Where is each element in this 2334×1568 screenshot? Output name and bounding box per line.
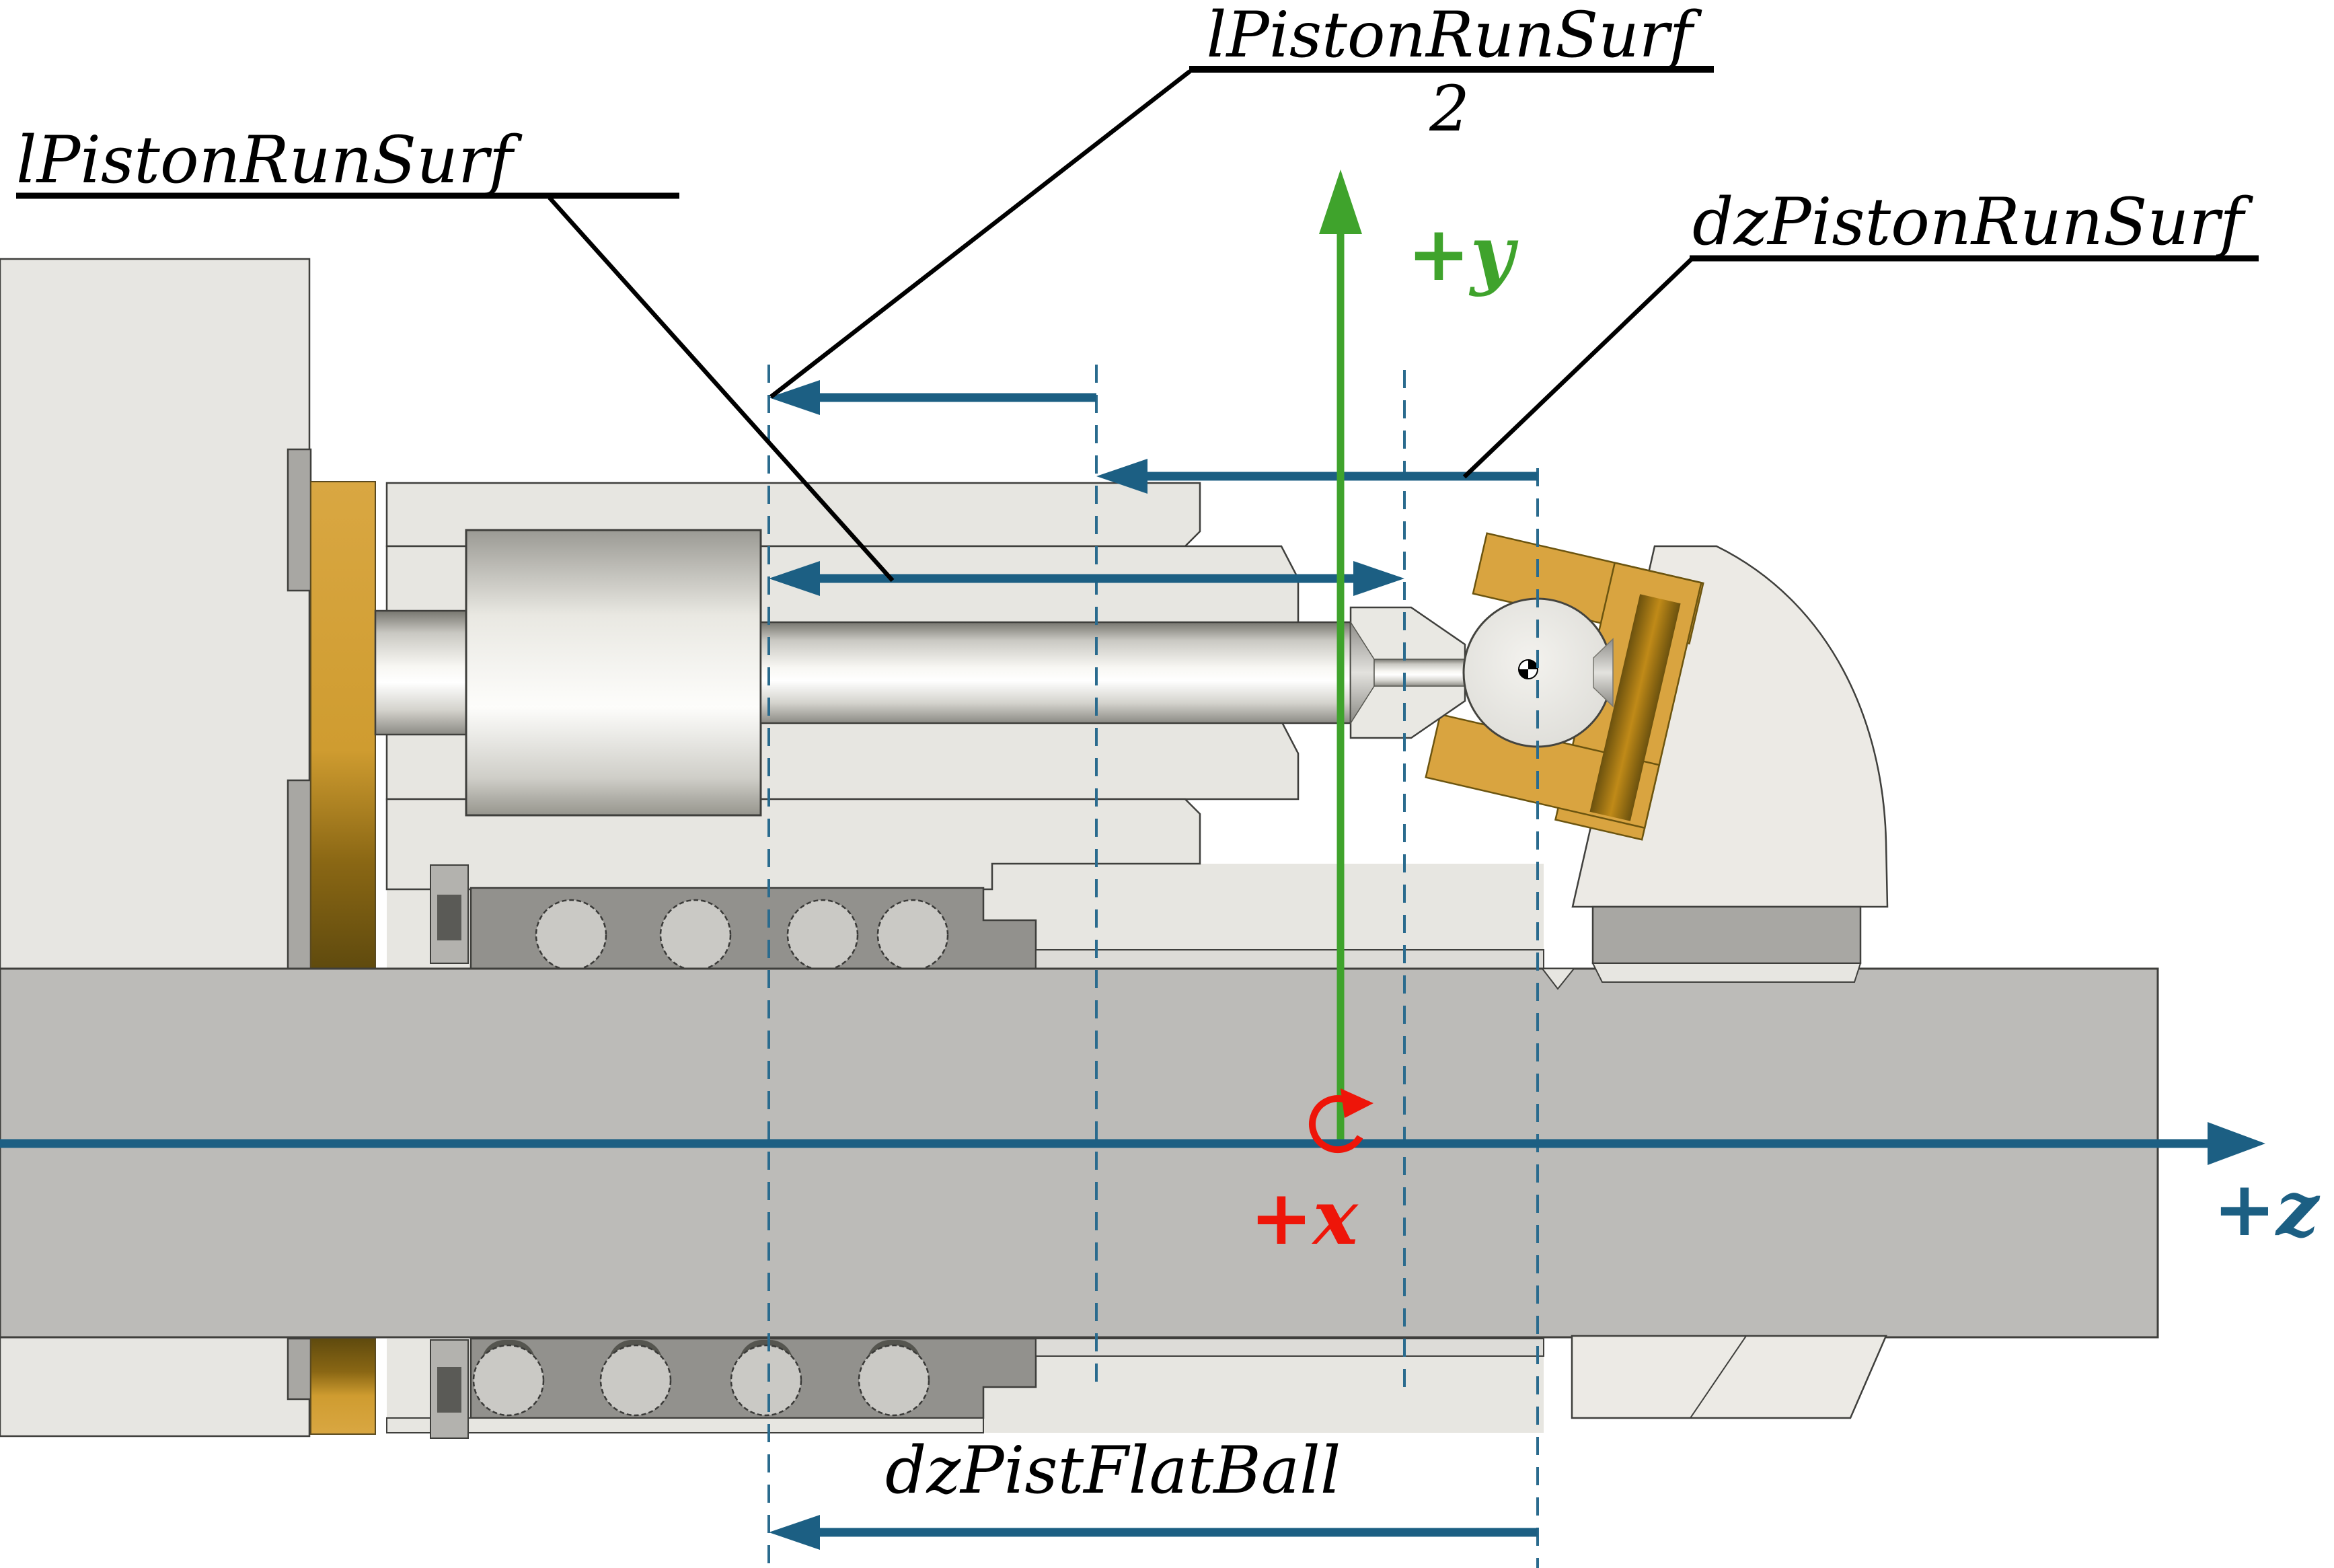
z-axis-label: +z [2213,1165,2319,1253]
dim-l-piston-run-surf-half [769,380,1096,415]
shaft [0,967,2159,1339]
y-axis-label: +y [1407,210,1514,298]
y-axis [1319,170,1362,1144]
label-dz-piston-run-surf: dzPistonRunSurf [1692,184,2244,260]
piston [374,529,1614,817]
springs [472,899,949,1417]
label-l-piston-run-surf: lPistonRunSurf [16,122,513,198]
slipper [1425,532,1704,841]
slipper-groove [1589,594,1681,821]
rotation-arrow-icon [1309,1088,1373,1154]
dim-dz-pist-flat-ball [769,1515,1538,1550]
label-dz-pist-flat-ball: dzPistFlatBall [885,1433,1341,1508]
leader-lines [16,66,2259,583]
center-of-mass-icon [1518,659,1538,679]
fraction-numerator-l-piston-run-surf: lPistonRunSurf [1206,0,1693,72]
dashed-construction-lines [767,365,1539,1568]
x-axis-label: +x [1250,1174,1358,1262]
fraction-denominator: 2 [1429,73,1470,146]
dim-l-piston-run-surf [769,561,1404,596]
z-axis [0,1122,2265,1165]
brass-bushing [310,481,376,1435]
